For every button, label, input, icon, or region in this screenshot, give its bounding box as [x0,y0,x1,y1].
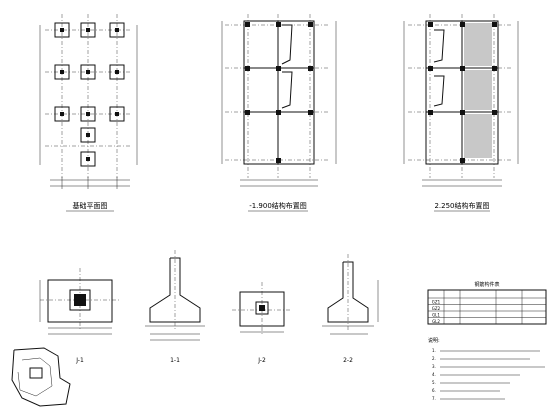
footing [54,22,70,38]
level-2-slab-hatch [464,23,492,158]
note-item: 4. [432,372,436,377]
level-2-columns [428,22,497,163]
schedule-cell: GZ2 [432,306,441,311]
foundation-plan: 基础平面图 [39,14,138,212]
schedule-cell: GL1 [432,313,440,318]
schedule-table: 钢筋构件表 GZ1 GZ2 GL1 GL2 [427,281,547,325]
schedule-row: GZ1 [432,300,441,305]
section-1-1-label: 1-1 [170,357,180,364]
level-2-plan: 2.250结构布置图 [403,14,519,212]
note-item: 5. [432,380,436,385]
footing [109,106,125,122]
schedule-title: 钢筋构件表 [474,281,499,288]
footing [109,64,125,80]
level-1-dimensions [221,21,337,187]
footing [109,22,125,38]
detail-j1: J-1 [39,268,120,364]
level-1-plan-title: -1.900结构布置图 [249,201,307,210]
schedule-row: GL1 [432,313,440,318]
note-item: 1. [432,348,436,353]
section-2-2: 2-2 [322,254,379,364]
schedule-cell: GL2 [432,319,440,324]
footing [80,106,96,122]
footing [80,64,96,80]
note-item: 3. [432,364,436,369]
footing [80,127,96,143]
note-item: 2. [432,356,436,361]
footing [54,106,70,122]
detail-j1-label: J-1 [75,357,84,364]
foundation-plan-title: 基础平面图 [73,201,108,210]
level-1-beams [243,20,315,165]
note-item: 7. [432,396,436,401]
section-2-2-label: 2-2 [343,357,353,364]
level-1-plan: -1.900结构布置图 [221,14,337,212]
footing [54,64,70,80]
level-1-columns [245,22,313,163]
foundation-footings [54,22,125,167]
schedule-cell: GZ1 [432,300,441,305]
section-1-1: 1-1 [145,250,205,364]
note-text-lines [440,350,545,400]
detail-j2-label: J-2 [257,357,266,364]
general-notes: 说明: 1. 2. 3. 4. 5. 6. 7. [428,337,545,401]
schedule-row: GL2 [432,319,440,324]
level-2-axis-lines [408,14,512,178]
detail-j2: J-2 [232,282,292,364]
foundation-axis-lines [45,14,132,178]
key-plan [11,347,71,407]
footing [80,22,96,38]
foundation-dimensions [39,25,138,189]
footing [80,151,96,167]
level-2-dimensions [403,21,519,187]
level-2-plan-title: 2.250结构布置图 [434,201,489,210]
notes-heading: 说明: [428,337,440,344]
schedule-row: GZ2 [432,306,441,311]
note-item: 6. [432,388,436,393]
